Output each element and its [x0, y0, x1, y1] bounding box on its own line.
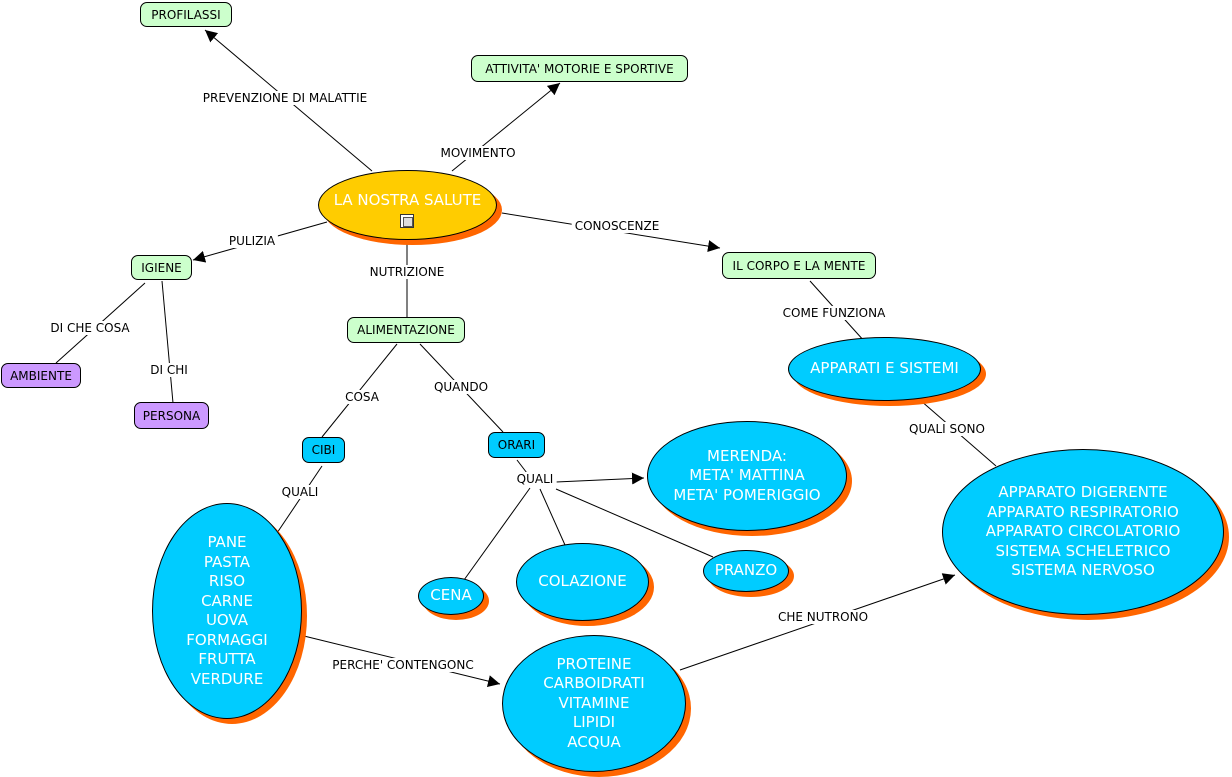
link-label-cosa: COSA [342, 390, 382, 404]
link-label-come-funziona: COME FUNZIONA [779, 306, 889, 320]
node-merenda[interactable]: MERENDA: META' MATTINA META' POMERIGGIO [647, 421, 847, 531]
line-quali-cena [463, 487, 531, 581]
apparati-sistemi-label: APPARATI E SISTEMI [810, 359, 959, 378]
node-profilassi[interactable]: PROFILASSI [140, 2, 232, 27]
link-label-conoscenze: CONOSCENZE [571, 219, 663, 233]
line-quali-cibi [276, 465, 323, 534]
node-apparati-sistemi[interactable]: APPARATI E SISTEMI [788, 337, 981, 401]
cibi-list-label: PANE PASTA RISO CARNE UOVA FORMAGGI FRUT… [186, 533, 268, 688]
apparati-list-label: APPARATO DIGERENTE APPARATO RESPIRATORIO… [985, 483, 1181, 580]
link-label-quali-orari: QUALI [513, 472, 557, 486]
node-cibi[interactable]: CIBI [302, 437, 345, 463]
node-alimentazione[interactable]: ALIMENTAZIONE [347, 317, 465, 343]
node-attivita-motorie[interactable]: ATTIVITA' MOTORIE E SPORTIVE [471, 55, 688, 82]
nutrienti-label: PROTEINE CARBOIDRATI VITAMINE LIPIDI ACQ… [543, 654, 645, 751]
node-nutrienti[interactable]: PROTEINE CARBOIDRATI VITAMINE LIPIDI ACQ… [502, 635, 686, 772]
node-orari[interactable]: ORARI [488, 432, 545, 458]
link-label-di-chi: DI CHI [147, 363, 191, 377]
node-cena[interactable]: CENA [418, 577, 484, 615]
cena-label: CENA [430, 586, 472, 605]
line-quali-colazione [539, 488, 566, 546]
link-label-movimento: MOVIMENTO [437, 146, 519, 160]
link-label-di-che-cosa: DI CHE COSA [47, 321, 133, 335]
node-igiene[interactable]: IGIENE [131, 255, 192, 280]
link-label-quali-cibi: QUALI [278, 485, 322, 499]
line-quali-merenda [555, 472, 645, 485]
node-pranzo[interactable]: PRANZO [703, 550, 789, 592]
node-colazione[interactable]: COLAZIONE [516, 543, 649, 621]
image-icon[interactable] [400, 214, 414, 228]
link-label-prevenzione: PREVENZIONE DI MALATTIE [199, 91, 371, 105]
salute-label: LA NOSTRA SALUTE [333, 191, 482, 210]
colazione-label: COLAZIONE [538, 572, 627, 591]
node-corpo-mente[interactable]: IL CORPO E LA MENTE [722, 252, 876, 279]
node-cibi-list[interactable]: PANE PASTA RISO CARNE UOVA FORMAGGI FRUT… [152, 503, 302, 719]
line-quali-pranzo [555, 488, 714, 558]
node-apparati-list[interactable]: APPARATO DIGERENTE APPARATO RESPIRATORIO… [942, 449, 1224, 615]
link-label-nutrizione: NUTRIZIONE [366, 265, 448, 279]
link-label-quali-sono: QUALI SONO [906, 422, 988, 436]
link-label-che-nutrono: CHE NUTRONO [774, 610, 872, 624]
node-persona[interactable]: PERSONA [134, 402, 209, 429]
pranzo-label: PRANZO [714, 561, 778, 580]
node-ambiente[interactable]: AMBIENTE [1, 363, 81, 388]
link-label-pulizia: PULIZIA [225, 234, 279, 248]
node-la-nostra-salute[interactable]: LA NOSTRA SALUTE [318, 170, 497, 240]
merenda-label: MERENDA: META' MATTINA META' POMERIGGIO [673, 446, 821, 504]
link-label-quando: QUANDO [430, 380, 492, 394]
line-di-chi [161, 280, 174, 404]
link-label-perche: PERCHE' CONTENGONC [329, 658, 477, 672]
